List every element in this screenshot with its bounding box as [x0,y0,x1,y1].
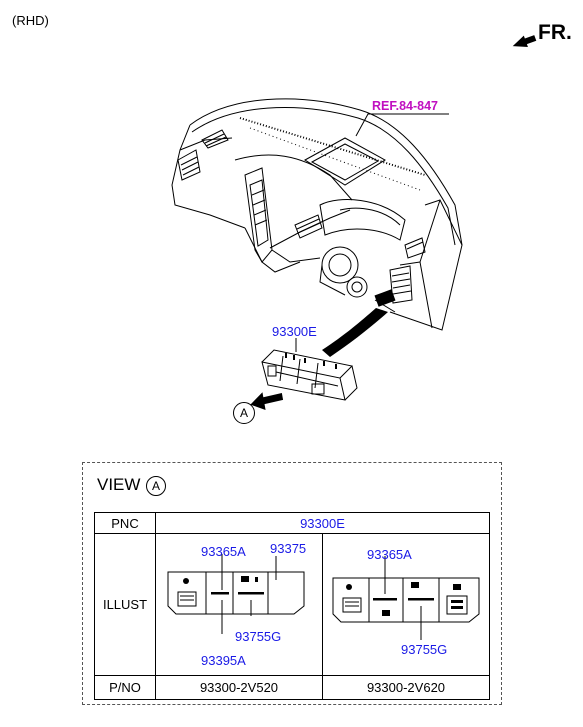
illust-right: 93365A 93755G [322,533,490,676]
parts-table: PNC 93300E ILLUST [94,512,490,700]
pnc-label: PNC [94,512,156,534]
label-93395a: 93395A [201,653,246,668]
label-93365a-right: 93365A [367,547,412,562]
pnc-value: 93300E [155,512,490,534]
label-93755g-left: 93755G [235,629,282,644]
view-title: VIEW [97,475,141,494]
view-marker: A [233,402,255,424]
label-93755g-right: 93755G [401,642,448,657]
pno-right: 93300-2V620 [322,675,490,700]
illust-label: ILLUST [94,533,156,676]
variant-label: (RHD) [12,13,49,28]
switch-panel-left [167,554,305,634]
switch-panel-right [332,556,480,640]
part-callout: 93300E [272,324,317,339]
label-93365a-left: 93365A [201,544,246,559]
pno-label: P/NO [94,675,156,700]
label-93375: 93375 [270,541,307,556]
view-panel [82,462,502,705]
view-title-marker: A [146,476,166,496]
illust-left: 93365A 93375 93755G 93395A [155,533,323,676]
front-arrow-icon [512,35,537,47]
reference-label: REF.84-847 [372,99,439,113]
pno-left: 93300-2V520 [155,675,323,700]
dashboard-illustration [171,98,463,411]
direction-label: FR. [538,21,572,44]
